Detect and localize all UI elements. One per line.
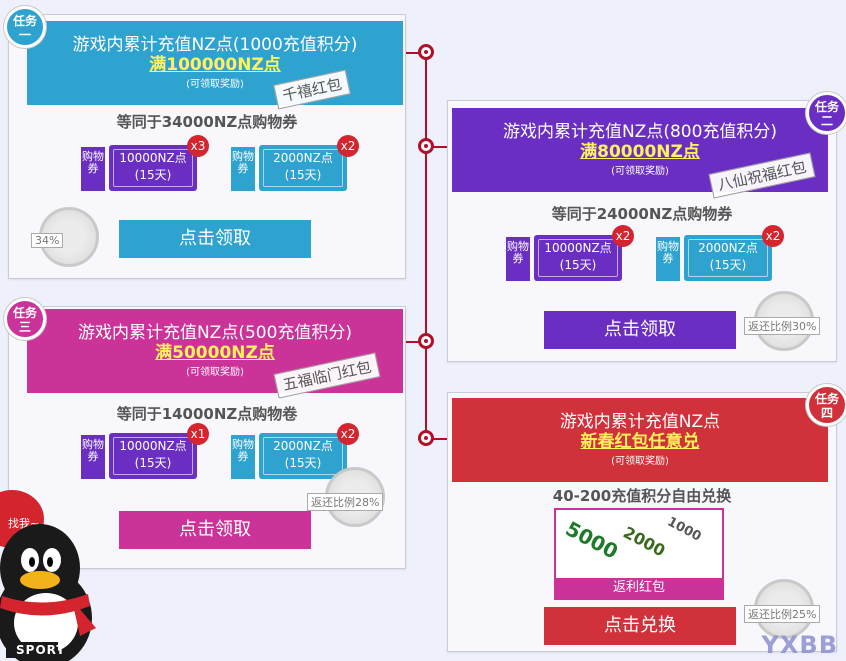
badge-label: 任务: [814, 392, 839, 406]
timeline-line: [425, 52, 427, 442]
multiplier-badge: x2: [337, 423, 359, 445]
timeline-connector: [404, 341, 426, 343]
claim-button[interactable]: 点击领取: [544, 311, 736, 349]
voucher-days: (15天): [559, 258, 597, 272]
return-ratio-label: 返还比例28%: [307, 493, 384, 511]
red-packet-caption: 返利红包: [556, 578, 722, 598]
equivalent-text: 40-200充值积分自由兑换: [552, 487, 732, 505]
voucher-body: 10000NZ点 (15天): [534, 235, 622, 281]
timeline-dot: [418, 430, 434, 446]
task-card-3: 游戏内累计充值NZ点(500充值积分) 满50000NZ点 (可领取奖励) 五福…: [8, 306, 406, 569]
voucher-stub: 购物券: [656, 237, 680, 281]
task-note: (可领取奖励): [611, 456, 669, 467]
task-badge: 任务 三: [4, 298, 46, 340]
timeline-connector: [426, 146, 448, 148]
multiplier-badge: x3: [187, 135, 209, 157]
task-goal: 满100000NZ点: [149, 55, 281, 75]
voucher-body: 10000NZ点 (15天): [109, 145, 197, 191]
multiplier-badge: x2: [762, 225, 784, 247]
task-title: 游戏内累计充值NZ点: [559, 412, 721, 432]
mascot-shirt-text: SPORT: [16, 643, 66, 657]
voucher-body: 10000NZ点 (15天): [109, 433, 197, 479]
task-note: (可领取奖励): [186, 79, 244, 90]
claim-button[interactable]: 点击领取: [119, 511, 311, 549]
voucher-stub: 购物券: [231, 147, 255, 191]
task-title: 游戏内累计充值NZ点(1000充值积分): [72, 35, 358, 55]
task-title: 游戏内累计充值NZ点(800充值积分): [502, 122, 778, 142]
task-badge: 任务 二: [806, 92, 846, 134]
red-packet-image: 5000 2000 1000 返利红包: [554, 508, 724, 600]
voucher-amount: 10000NZ点: [544, 241, 612, 255]
voucher-body: 2000NZ点 (15天): [259, 433, 347, 479]
task-goal: 新春红包任意兑: [580, 432, 700, 452]
return-ratio-label: 返还比例30%: [744, 317, 821, 335]
exchange-button[interactable]: 点击兑换: [544, 607, 736, 645]
task-goal: 满80000NZ点: [580, 142, 700, 162]
voucher-amount: 10000NZ点: [119, 439, 187, 453]
equivalent-text: 等同于34000NZ点购物券: [116, 113, 298, 131]
badge-number: 二: [820, 114, 833, 128]
timeline-dot: [418, 333, 434, 349]
voucher-days: (15天): [284, 456, 322, 470]
return-ratio-label: 34%: [31, 233, 64, 248]
voucher-amount: 2000NZ点: [698, 241, 758, 255]
voucher-amount: 2000NZ点: [273, 439, 333, 453]
task-banner: 游戏内累计充值NZ点 新春红包任意兑 (可领取奖励): [452, 398, 828, 482]
task-goal: 满50000NZ点: [155, 343, 275, 363]
return-ratio-label: 返还比例25%: [744, 605, 821, 623]
voucher: 购物券 2000NZ点 (15天) x2: [231, 135, 359, 191]
voucher: 购物券 2000NZ点 (15天) x2: [231, 423, 359, 479]
timeline-dot: [418, 138, 434, 154]
voucher-days: (15天): [134, 168, 172, 182]
badge-label: 任务: [814, 100, 839, 114]
red-packet-chip: 5000: [561, 516, 623, 564]
badge-label: 任务: [12, 306, 37, 320]
task-card-1: 游戏内累计充值NZ点(1000充值积分) 满100000NZ点 (可领取奖励) …: [8, 14, 406, 279]
task-note: (可领取奖励): [611, 166, 669, 177]
voucher-stub: 购物券: [506, 237, 530, 281]
task-note: (可领取奖励): [186, 367, 244, 378]
voucher-days: (15天): [284, 168, 322, 182]
voucher-stub: 购物券: [231, 435, 255, 479]
voucher-amount: 2000NZ点: [273, 151, 333, 165]
timeline-dot: [418, 44, 434, 60]
voucher: 购物券 10000NZ点 (15天) x2: [506, 225, 634, 281]
voucher-days: (15天): [709, 258, 747, 272]
multiplier-badge: x2: [337, 135, 359, 157]
voucher-amount: 10000NZ点: [119, 151, 187, 165]
multiplier-badge: x2: [612, 225, 634, 247]
equivalent-text: 等同于14000NZ点购物卷: [116, 405, 298, 423]
multiplier-badge: x1: [187, 423, 209, 445]
badge-label: 任务: [12, 14, 37, 28]
equivalent-text: 等同于24000NZ点购物券: [551, 205, 733, 223]
task-badge: 任务 一: [4, 6, 46, 48]
red-packet-chip: 1000: [664, 514, 704, 545]
voucher: 购物券 10000NZ点 (15天) x3: [81, 135, 209, 191]
site-watermark: YXBB: [761, 631, 838, 659]
task-card-2: 游戏内累计充值NZ点(800充值积分) 满80000NZ点 (可领取奖励) 八仙…: [447, 100, 837, 362]
task-banner: 游戏内累计充值NZ点(800充值积分) 满80000NZ点 (可领取奖励): [452, 108, 828, 192]
task-title: 游戏内累计充值NZ点(500充值积分): [77, 323, 353, 343]
timeline-connector: [426, 438, 448, 440]
voucher-stub: 购物券: [81, 435, 105, 479]
badge-number: 一: [18, 28, 31, 42]
penguin-mascot-icon[interactable]: [0, 478, 104, 661]
voucher-days: (15天): [134, 456, 172, 470]
voucher-body: 2000NZ点 (15天): [259, 145, 347, 191]
badge-number: 三: [18, 320, 31, 334]
voucher-stub: 购物券: [81, 147, 105, 191]
red-packet-chip: 2000: [620, 522, 669, 561]
voucher-body: 2000NZ点 (15天): [684, 235, 772, 281]
timeline-connector: [404, 52, 426, 54]
task-badge: 任务 四: [806, 384, 846, 426]
badge-number: 四: [820, 406, 833, 420]
claim-button[interactable]: 点击领取: [119, 220, 311, 258]
voucher: 购物券 10000NZ点 (15天) x1: [81, 423, 209, 479]
voucher: 购物券 2000NZ点 (15天) x2: [656, 225, 784, 281]
